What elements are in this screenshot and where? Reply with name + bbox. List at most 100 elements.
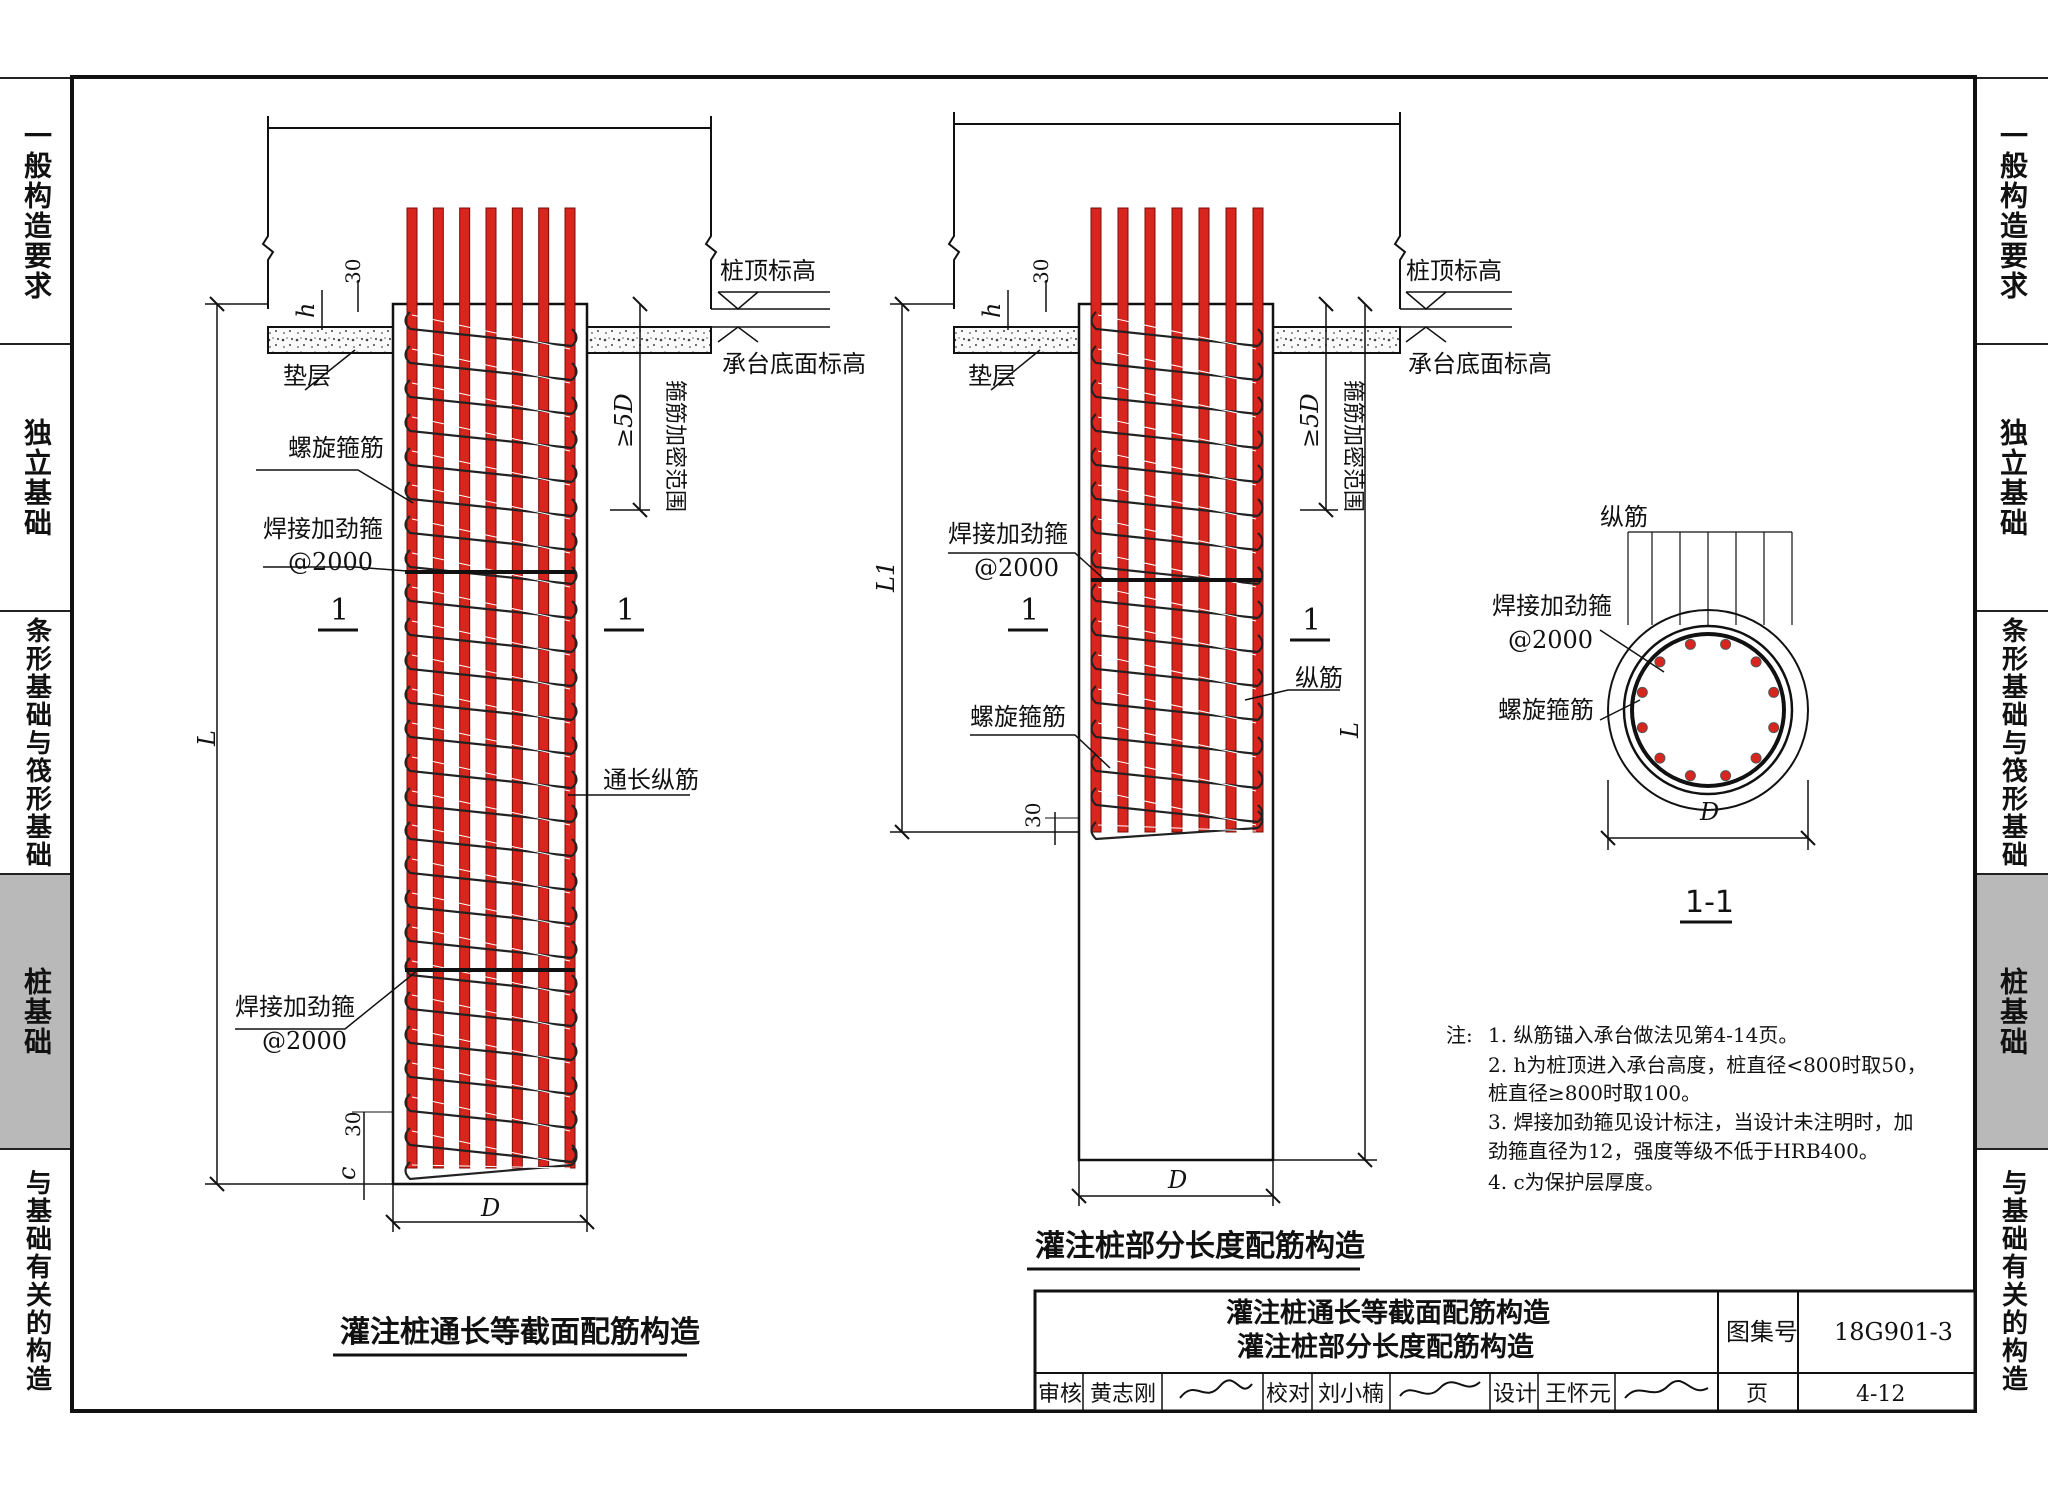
spiral-stirrup-highlight — [411, 484, 571, 520]
left-dim-h: h — [292, 303, 320, 318]
section-1-1: 纵筋 焊接加劲箍 @2000 螺旋箍筋 D 1-1 — [1492, 503, 1816, 924]
spiral-stirrup-bend — [571, 396, 578, 415]
side-tab-left-2[interactable]: 条形基础与筏形基础 — [0, 610, 72, 873]
note-1: 1. 纵筋锚入承台做法见第4-14页。 — [1488, 1023, 1798, 1047]
side-tab-label: 与基础有关的构造 — [21, 1168, 52, 1393]
spiral-stirrup-turn — [404, 447, 573, 484]
tb-reviewer: 黄志刚 — [1090, 1382, 1156, 1407]
spiral-stirrup-bend — [571, 702, 578, 721]
note-2b: 桩直径≥800时取100。 — [1488, 1081, 1701, 1105]
spiral-stirrup-turn — [1090, 413, 1259, 450]
right-cushion-label: 垫层 — [968, 362, 1016, 390]
spiral-stirrup-turn — [404, 379, 573, 416]
right-weld-spacing: @2000 — [974, 554, 1059, 582]
spiral-stirrup-turn — [404, 481, 573, 518]
spiral-stirrup-highlight — [1097, 722, 1257, 758]
tb-page-label: 页 — [1746, 1382, 1768, 1407]
spiral-stirrup-highlight — [1097, 484, 1257, 520]
right-dense-len: ≥5D — [1296, 393, 1324, 448]
spiral-stirrup-highlight — [411, 790, 571, 826]
spiral-stirrup-bend — [1257, 362, 1264, 381]
spiral-stirrup-turn — [404, 889, 573, 926]
left-through-bars-label: 通长纵筋 — [603, 766, 699, 794]
spiral-stirrup-highlight — [1097, 620, 1257, 656]
spiral-stirrup-turn — [404, 549, 573, 586]
spiral-stirrup-turn — [1090, 311, 1259, 348]
spiral-stirrup-turn — [1090, 617, 1259, 654]
tb-title-1: 灌注桩通长等截面配筋构造 — [1226, 1297, 1550, 1329]
spiral-stirrup-turn — [404, 1025, 573, 1062]
drawing-frame — [70, 75, 1977, 1413]
spiral-stirrup-bend — [571, 736, 578, 755]
section-rebar-dot — [1684, 638, 1696, 650]
right-dim-30-bottom: 30 — [1021, 803, 1045, 828]
tb-title-2: 灌注桩部分长度配筋构造 — [1237, 1331, 1534, 1363]
spiral-stirrup-turn — [404, 957, 573, 994]
left-dim-30-bottom: 30 — [341, 1112, 365, 1137]
longitudinal-bar — [1171, 207, 1183, 833]
tb-checker: 刘小楠 — [1318, 1382, 1384, 1407]
tb-atlas-label: 图集号 — [1726, 1318, 1798, 1346]
spiral-stirrup-highlight — [411, 858, 571, 894]
left-section-mark-r: 1 — [616, 593, 635, 628]
left-cushion-label: 垫层 — [283, 362, 331, 390]
side-tab-left-1[interactable]: 独立基础 — [0, 343, 72, 610]
spiral-stirrup-bend — [571, 804, 578, 823]
side-tab-label: 与基础有关的构造 — [1997, 1168, 2028, 1393]
longitudinal-bar — [1198, 207, 1210, 833]
spiral-stirrup-turn — [404, 617, 573, 654]
section-rebar-dot — [1636, 722, 1648, 734]
longitudinal-bar — [1117, 207, 1129, 833]
side-tab-right-1[interactable]: 独立基础 — [1976, 343, 2048, 610]
left-figure-title: 灌注桩通长等截面配筋构造 — [340, 1315, 700, 1350]
side-tab-right-0[interactable]: 一般构造要求 — [1976, 77, 2048, 343]
longitudinal-bar — [1252, 207, 1264, 833]
spiral-stirrup-bend — [571, 872, 578, 891]
spiral-stirrup-bend — [571, 1042, 578, 1061]
spiral-stirrup-bend — [571, 1147, 578, 1166]
section-spiral-label: 螺旋箍筋 — [1498, 696, 1594, 724]
spiral-stirrup-highlight — [1097, 790, 1257, 826]
note-4: 4. c为保护层厚度。 — [1488, 1170, 1665, 1194]
side-tab-right-3[interactable]: 桩基础 — [1976, 873, 2048, 1148]
spiral-stirrup-bend — [1257, 430, 1264, 449]
spiral-stirrup-turn — [1090, 787, 1259, 824]
tb-atlas-no: 18G901-3 — [1834, 1318, 1953, 1346]
side-tab-right-4[interactable]: 与基础有关的构造 — [1976, 1148, 2048, 1411]
section-long-bar-label: 纵筋 — [1600, 503, 1648, 531]
section-weld-hoop-label: 焊接加劲箍 — [1492, 592, 1612, 620]
side-tab-left-3[interactable]: 桩基础 — [0, 873, 72, 1148]
designer-signature — [1624, 1379, 1709, 1399]
spiral-stirrup-highlight — [411, 960, 571, 996]
spiral-stirrup-turn — [404, 787, 573, 824]
spiral-stirrup-highlight — [1097, 348, 1257, 384]
longitudinal-bar — [1144, 207, 1156, 833]
spiral-stirrup-turn — [1090, 379, 1259, 416]
spiral-stirrup-highlight — [411, 1096, 571, 1132]
left-dense-len: ≥5D — [610, 393, 638, 448]
right-long-bar-label: 纵筋 — [1295, 664, 1343, 692]
spiral-stirrup-turn — [404, 855, 573, 892]
spiral-stirrup-highlight — [411, 722, 571, 758]
right-dim-30-top: 30 — [1029, 259, 1053, 284]
spiral-stirrup-highlight — [411, 518, 571, 554]
spiral-stirrup-turn — [404, 685, 573, 722]
spiral-stirrup-bend — [571, 906, 578, 925]
spiral-stirrup-bend — [1257, 464, 1264, 483]
side-tab-label: 独立基础 — [1996, 417, 2029, 538]
right-dim-D: D — [1167, 1166, 1187, 1194]
spiral-stirrup-highlight — [411, 314, 571, 350]
spiral-stirrup-highlight — [411, 416, 571, 452]
spiral-stirrup-bend — [571, 940, 578, 959]
side-tab-left-4[interactable]: 与基础有关的构造 — [0, 1148, 72, 1411]
left-spiral-label: 螺旋箍筋 — [288, 434, 384, 462]
spiral-stirrup-highlight — [1097, 756, 1257, 792]
section-rebar-dot — [1720, 638, 1732, 650]
spiral-stirrup-highlight — [1097, 518, 1257, 554]
tb-page-no: 4-12 — [1856, 1382, 1905, 1407]
tb-designer-role: 设计 — [1493, 1382, 1537, 1407]
right-pile-top-elev: 桩顶标高 — [1406, 257, 1502, 285]
side-tab-right-2[interactable]: 条形基础与筏形基础 — [1976, 610, 2048, 873]
side-tab-left-0[interactable]: 一般构造要求 — [0, 77, 72, 343]
spiral-stirrup-highlight — [411, 586, 571, 622]
